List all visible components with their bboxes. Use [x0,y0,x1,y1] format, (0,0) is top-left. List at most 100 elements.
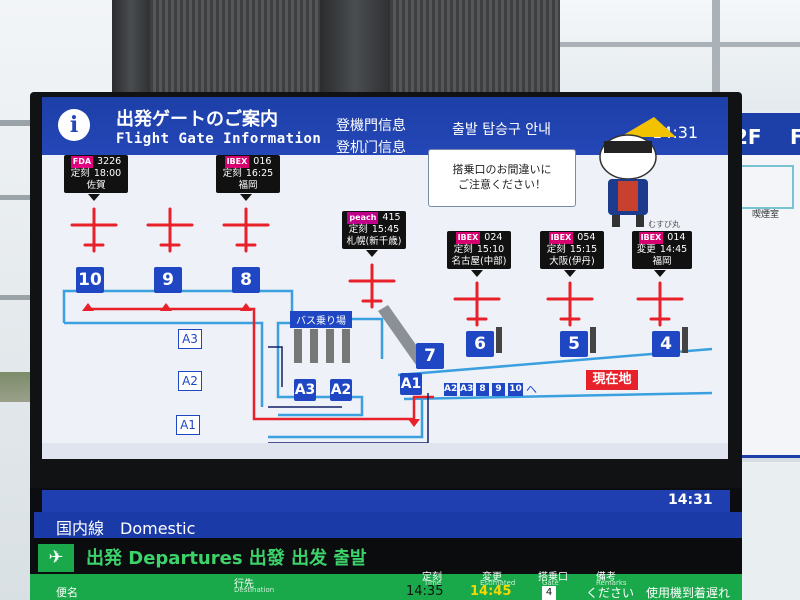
flight-destination: 札幌(新千歳) [346,236,402,247]
current-location-badge: 現在地 [586,370,638,390]
direction-arrow: へ [526,383,537,396]
gate-4: 4 [652,331,680,357]
airplane-icon [70,207,684,327]
row-estimated: 14:45 [470,584,512,599]
smoking-room-label: 喫煙室 [752,210,780,220]
column-header-bar: 便名 行先 Destination 定刻 Time 変更 Estimated 搭… [30,572,742,600]
column-gate: 搭乗口 [538,572,568,583]
flight-number: 016 [253,156,272,167]
window-blind [390,0,560,100]
flight-destination: 福岡 [238,180,258,191]
column-estimated: 変更 [482,572,502,583]
column-remarks-en: Remarks [596,579,627,587]
info-icon: i [58,109,90,141]
zone-label: A2 [178,371,202,391]
zone-label: A1 [176,415,200,435]
direction-chip: A2 [444,383,458,396]
mascot-caption: むすび丸 [648,220,680,229]
gate-a1: A1 [400,373,422,395]
map-outline [740,165,794,209]
gate-a3: A3 [294,379,316,401]
tag-pointer [471,270,483,277]
corridor-outline [64,321,264,407]
column-estimated-en: Estimated [480,579,516,587]
column-remarks: 備考 [596,572,616,583]
flight-status: 定刻 [222,168,242,179]
airline-badge: IBEX [224,156,250,168]
flight-time: 16:25 [245,168,274,179]
title-simplified-chinese: 登机门信息 [336,140,406,156]
airline-badge: IBEX [638,232,664,244]
gate-a2: A2 [330,379,352,401]
column-destination: 行先 [234,579,254,590]
gate-7: 7 [416,343,444,369]
corridor-outline [268,399,424,439]
gate-5: 5 [560,331,588,357]
screen-footer-strip [42,443,728,459]
route-arrow [160,303,172,311]
route-arrow [240,303,252,311]
pillar [112,0,150,100]
flight-status: 変更 [636,244,656,255]
flight-destination: 名古屋(中部) [451,256,507,267]
window-blind [150,0,320,100]
ceiling-window-right [560,0,800,110]
title-korean: 출발 탑승구 안내 [452,122,552,138]
direction-chip: 9 [492,383,505,396]
gate-connector [682,327,688,353]
flight-time: 15:10 [476,244,505,255]
bus-stop-bar [342,329,350,363]
board-clock: 14:31 [668,492,713,508]
title-english: Flight Gate Information [116,131,322,147]
flight-time: 15:15 [569,244,598,255]
mascot-figure [599,117,676,227]
flight-destination: 福岡 [652,256,672,267]
row-remarks: ください 使用機到着遅れ [586,586,742,600]
row-time: 14:35 [406,584,444,599]
flight-time: 14:45 [659,244,688,255]
red-route [88,307,434,421]
tag-pointer [88,194,100,201]
gate-connector [590,327,596,353]
column-time: 定刻 [422,572,442,583]
gate-info-screen: i 出発ゲートのご案内 Flight Gate Information 登機門信… [42,97,728,459]
departure-board: 14:31 国内線 Domestic ✈ 出発 Departures 出發 出发… [30,488,742,600]
airline-badge: IBEX [548,232,574,244]
jet-bridge [378,305,426,365]
direction-chip: 8 [476,383,489,396]
bus-stop-label: バス乗り場 [290,311,352,328]
domestic-label: 国内線 Domestic [56,519,196,538]
corridor-outline [403,391,713,401]
flight-number: 415 [382,212,401,223]
tag-pointer [366,250,378,257]
airline-badge: peach [347,212,379,224]
bus-stop-bar [326,329,334,363]
tag-pointer [564,270,576,277]
floor-letter: F [790,125,800,149]
flight-number: 3226 [97,156,122,167]
flight-number: 024 [484,232,503,243]
board-clock-bar: 14:31 [42,490,730,512]
flight-time: 18:00 [93,168,122,179]
gate-10: 10 [76,267,104,293]
corridor-outline [62,289,364,417]
gate-9: 9 [154,267,182,293]
title-japanese: 出発ゲートのご案内 [116,109,278,130]
column-flight: 便名 [56,586,78,599]
route-arrow [408,419,420,427]
domestic-bar: 国内線 Domestic [34,512,742,538]
airline-badge: FDA [70,156,94,168]
gate-connector [496,327,502,353]
flight-number: 054 [577,232,596,243]
adjacent-screen-bottom [742,462,800,600]
direction-chip: 10 [508,383,523,396]
gate-6: 6 [466,331,494,357]
gate-8: 8 [232,267,260,293]
pillar [320,0,390,100]
